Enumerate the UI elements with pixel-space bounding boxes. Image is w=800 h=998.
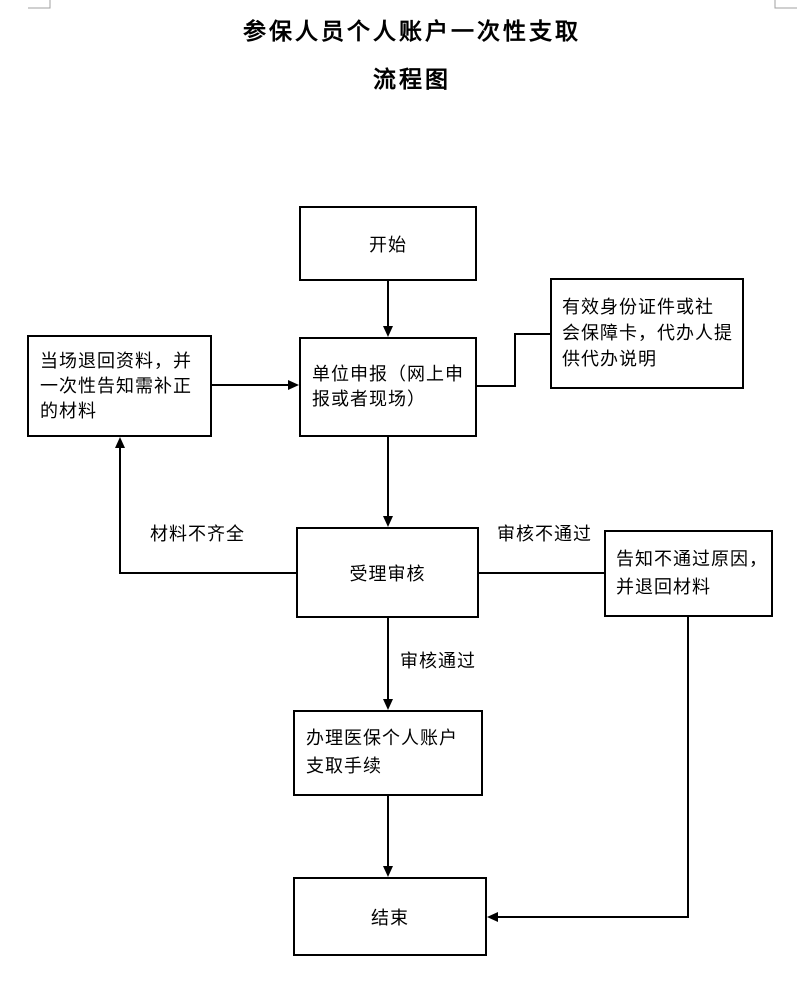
- node-text: 开始: [369, 234, 407, 256]
- node-text: 办理医保个人账户: [306, 728, 458, 749]
- arrowhead-right: [288, 380, 299, 390]
- node-required-documents: 有效身份证件或社 会保障卡，代办人提 供代办说明: [550, 278, 744, 389]
- node-review: 受理审核: [296, 527, 479, 618]
- node-text: 报或者现场）: [312, 389, 426, 410]
- arrowhead-down: [383, 699, 393, 710]
- node-text: 受理审核: [349, 563, 426, 585]
- edge-start-to-apply: [383, 281, 393, 337]
- edge-apply-to-review: [383, 437, 393, 527]
- node-text: 告知不通过原因，: [616, 548, 768, 570]
- node-text: 的材料: [40, 400, 97, 422]
- edge-process-to-end: [383, 796, 393, 877]
- node-return-materials: 当场退回资料，并 一次性告知需补正 的材料: [27, 335, 212, 437]
- crop-mark-top-right: [774, 0, 797, 9]
- edge-reject-to-end: [487, 617, 689, 922]
- node-text: 供代办说明: [562, 348, 657, 370]
- edge-label-incomplete: 材料不齐全: [150, 524, 245, 545]
- arrowhead-left: [487, 912, 498, 922]
- edge-review-to-process: [383, 618, 393, 710]
- node-start: 开始: [299, 206, 477, 281]
- arrowhead-down: [383, 866, 393, 877]
- node-text: 支取手续: [306, 756, 382, 777]
- node-reject-notice: 告知不通过原因， 并退回材料: [604, 530, 773, 617]
- node-text: 有效身份证件或社: [562, 296, 714, 318]
- edge-label-approved: 审核通过: [400, 651, 476, 672]
- node-text: 并退回材料: [616, 576, 711, 598]
- edge-label-rejected: 审核不通过: [497, 524, 592, 545]
- connector-line: [496, 617, 689, 918]
- node-text: 一次性告知需补正: [40, 375, 192, 397]
- node-text: 会保障卡，代办人提: [562, 322, 733, 344]
- arrowhead-down: [383, 326, 393, 337]
- node-text: 单位申报（网上申: [312, 364, 464, 385]
- arrowhead-down: [383, 516, 393, 527]
- arrowhead-up: [115, 437, 125, 448]
- page-title: 参保人员个人账户一次性支取: [243, 18, 581, 45]
- node-process-withdrawal: 办理医保个人账户 支取手续: [293, 710, 483, 796]
- node-text: 当场退回资料，并: [40, 350, 192, 372]
- connector-line: [477, 333, 550, 387]
- crop-mark-top-left: [28, 0, 51, 9]
- node-text: 结束: [371, 907, 409, 929]
- node-unit-application: 单位申报（网上申 报或者现场）: [299, 337, 477, 437]
- edge-return-to-apply: [212, 380, 299, 390]
- page-subtitle: 流程图: [373, 66, 451, 93]
- node-end: 结束: [293, 877, 487, 956]
- edge-review-to-return: [115, 437, 296, 574]
- edge-apply-to-documents: [477, 333, 550, 387]
- connector-line: [119, 446, 296, 574]
